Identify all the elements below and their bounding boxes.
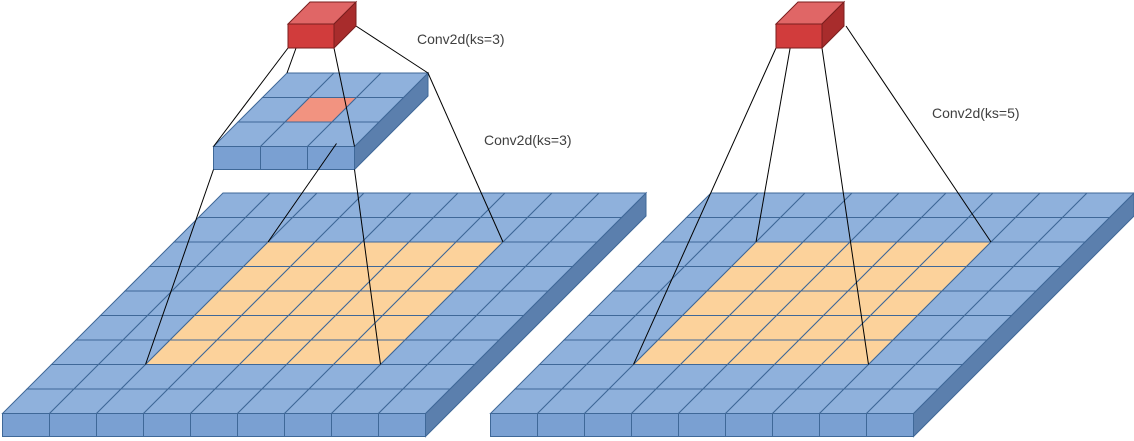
connector-line [845,25,992,243]
grid-front-cell [378,413,426,437]
grid-front-cell [2,413,50,437]
grid-front-cell [866,413,914,437]
left-input-feature-map [1,191,648,438]
right-conv-label: Conv2d(ks=5) [932,105,1020,121]
output-cube-front [287,23,335,49]
left-top-conv-label: Conv2d(ks=3) [417,31,505,47]
grid-front-cell [143,413,191,437]
right-input-feature-map [489,192,1134,438]
grid-cell [865,388,940,414]
left-connector-lines [145,25,504,365]
grid-front-cell [284,413,332,437]
left-bottom-conv-label: Conv2d(ks=3) [484,132,572,148]
grid-front-cell [725,413,773,437]
left-output-cell [286,0,358,50]
connector-line [355,25,429,74]
right-output-cell [774,0,846,50]
grid-front-cell [213,146,261,170]
grid-front-cell [631,413,679,437]
grid-front-cell [307,146,355,170]
output-cube-front [775,23,823,49]
grid-front-cell [537,413,585,437]
connector-line [213,47,289,147]
grid-front-cell [260,146,308,170]
grid-front-cell [490,413,538,437]
connector-line [755,25,795,243]
right-connector-lines [633,25,992,365]
connector-line [333,47,355,147]
connector-line [267,143,337,243]
grid-front-cell [678,413,726,437]
connector-line [354,169,381,365]
grid-front-cell [584,413,632,437]
grid-front-cell [237,413,285,437]
grid-front-cell [96,413,144,437]
grid-front-cell [819,413,867,437]
connector-line [821,47,869,365]
grid-front-cell [49,413,97,437]
grid-front-cell [772,413,820,437]
connector-line [633,47,777,365]
connector-line [427,72,504,243]
grid-front-cell [331,413,379,437]
grid-cell [377,388,452,414]
connector-line [145,169,214,365]
left-intermediate-feature-map [212,71,430,171]
grid-front-cell [190,413,238,437]
